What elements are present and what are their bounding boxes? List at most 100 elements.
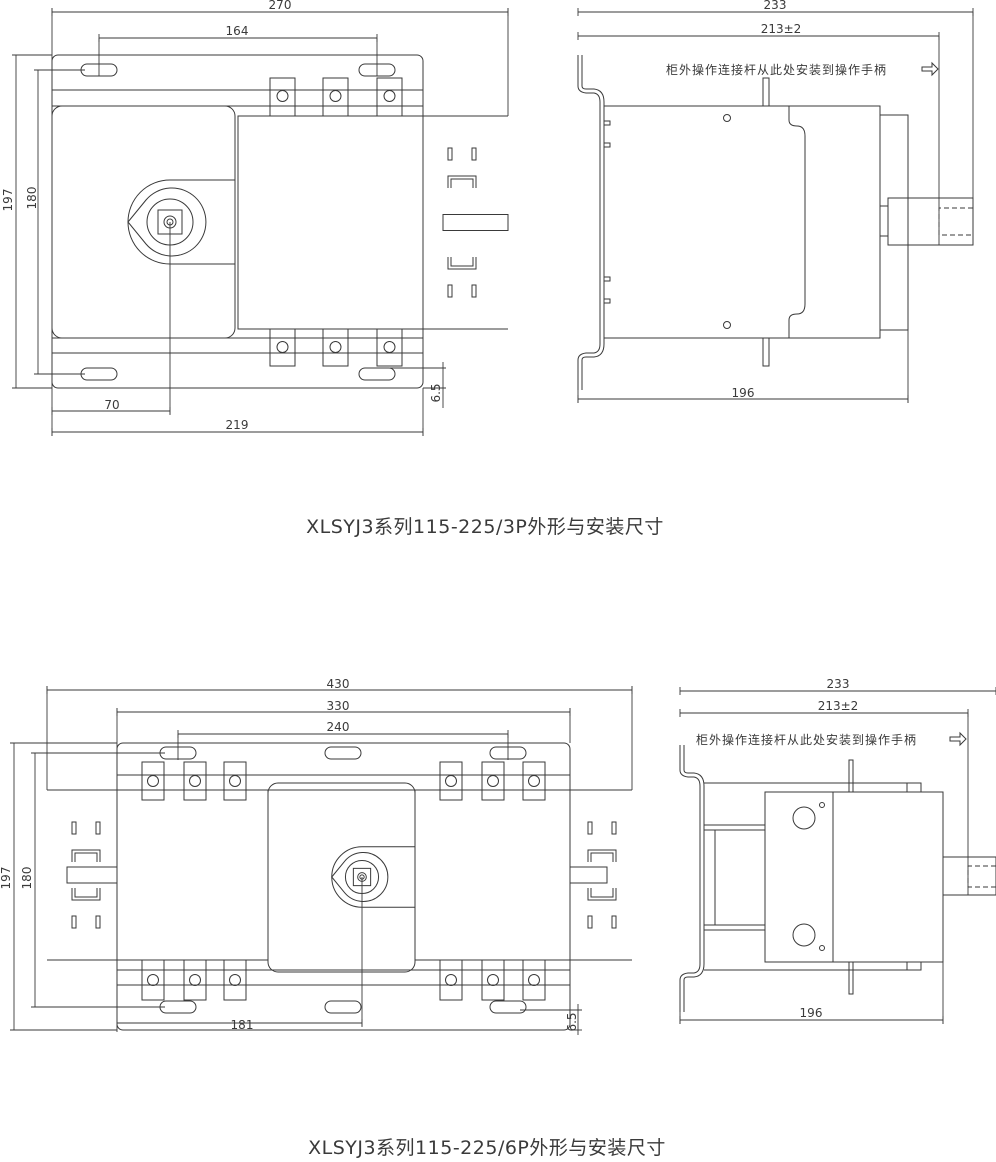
operating-rod	[848, 961, 854, 995]
mounting-bracket	[577, 55, 605, 390]
contact-slot	[611, 821, 617, 835]
contact-slot	[95, 821, 101, 835]
contact-bracket	[447, 175, 477, 188]
dim-label-180: 180	[25, 187, 39, 210]
contact-bracket	[587, 849, 617, 862]
hole	[792, 806, 816, 830]
side-view-3p	[577, 8, 974, 403]
contact-slot	[71, 915, 77, 929]
hole	[819, 802, 825, 808]
dim-label-6-5: 6.5	[565, 1012, 579, 1031]
contact-bracket	[71, 888, 101, 901]
terminal	[183, 959, 207, 1001]
hole	[723, 114, 731, 122]
terminal	[376, 328, 403, 367]
contact-slot	[71, 821, 77, 835]
interlock-bar	[66, 866, 118, 884]
terminal	[439, 959, 463, 1001]
terminal-hole	[445, 775, 457, 787]
dim-label-233: 233	[827, 677, 850, 691]
mounting-slot	[358, 63, 396, 77]
operating-rod	[848, 759, 854, 793]
operating-rod	[762, 77, 770, 107]
terminal-hole	[276, 341, 289, 353]
mechanism-box	[764, 791, 834, 963]
terminal-hole	[229, 974, 241, 986]
drawing-title-6p: XLSYJ3系列115-225/6P外形与安装尺寸	[308, 1137, 666, 1159]
mounting-slot	[324, 746, 362, 760]
terminal-hole	[229, 775, 241, 787]
contact-slot	[471, 147, 477, 161]
dim-label-197: 197	[0, 867, 13, 890]
tab	[603, 142, 611, 148]
terminal-hole	[147, 974, 159, 986]
switch-body	[237, 115, 424, 330]
contact-slot	[95, 915, 101, 929]
shaft-coupler	[942, 856, 996, 896]
mounting-slot	[80, 63, 118, 77]
operating-panel	[267, 782, 416, 973]
terminal	[481, 761, 505, 801]
terminal-hole	[189, 974, 201, 986]
operating-panel	[51, 105, 236, 339]
terminal	[322, 328, 349, 367]
contact-slot	[447, 147, 453, 161]
install-note: 柜外操作连接杆从此处安装到操作手柄	[666, 62, 887, 77]
dim-label-213: 213±2	[761, 22, 802, 36]
contact-slot	[587, 821, 593, 835]
mounting-slot	[358, 367, 396, 381]
terminal	[481, 959, 505, 1001]
mounting-slot	[489, 1000, 527, 1014]
dim-label-196: 196	[732, 386, 755, 400]
dim-label-181: 181	[231, 1018, 254, 1032]
terminal	[269, 77, 296, 117]
tab	[603, 120, 611, 126]
drawing-title-3p: XLSYJ3系列115-225/3P外形与安装尺寸	[306, 516, 664, 538]
terminal	[322, 77, 349, 117]
terminal	[269, 328, 296, 367]
mounting-plate	[116, 742, 571, 1031]
terminal	[223, 761, 247, 801]
terminal	[376, 77, 403, 117]
dim-label-180: 180	[20, 867, 34, 890]
mounting-bracket	[679, 745, 705, 1012]
interlock-bar	[442, 214, 509, 231]
switch-body-left	[116, 789, 269, 961]
dim-label-70: 70	[104, 398, 119, 412]
contact-slot	[587, 915, 593, 929]
contact-bracket	[587, 888, 617, 901]
terminal-hole	[147, 775, 159, 787]
contact-slot	[611, 915, 617, 929]
tab	[906, 782, 922, 793]
terminal-hole	[445, 974, 457, 986]
mounting-slot	[159, 746, 197, 760]
operating-rod	[762, 337, 770, 367]
terminal	[223, 959, 247, 1001]
dim-label-213: 213±2	[818, 699, 859, 713]
terminal-hole	[528, 775, 540, 787]
mounting-slot	[489, 746, 527, 760]
mounting-slot	[159, 1000, 197, 1014]
terminal	[522, 959, 546, 1001]
terminal	[522, 761, 546, 801]
cover-outline	[788, 106, 806, 338]
contact-bracket	[447, 257, 477, 270]
handle-body	[127, 187, 207, 257]
switch-body	[603, 105, 881, 339]
terminal-hole	[189, 775, 201, 787]
interlock-bar	[569, 866, 608, 884]
side-view-6p	[679, 687, 996, 1024]
dim-label-196: 196	[800, 1006, 823, 1020]
dim-label-233: 233	[764, 0, 787, 12]
terminal	[141, 761, 165, 801]
mounting-slot	[80, 367, 118, 381]
terminal-hole	[383, 90, 396, 102]
terminal-hole	[276, 90, 289, 102]
mounting-slot	[324, 1000, 362, 1014]
terminal	[141, 959, 165, 1001]
switch-body	[832, 791, 944, 963]
tab	[603, 276, 611, 282]
dim-label-197: 197	[1, 189, 15, 212]
rear-housing	[879, 114, 909, 331]
